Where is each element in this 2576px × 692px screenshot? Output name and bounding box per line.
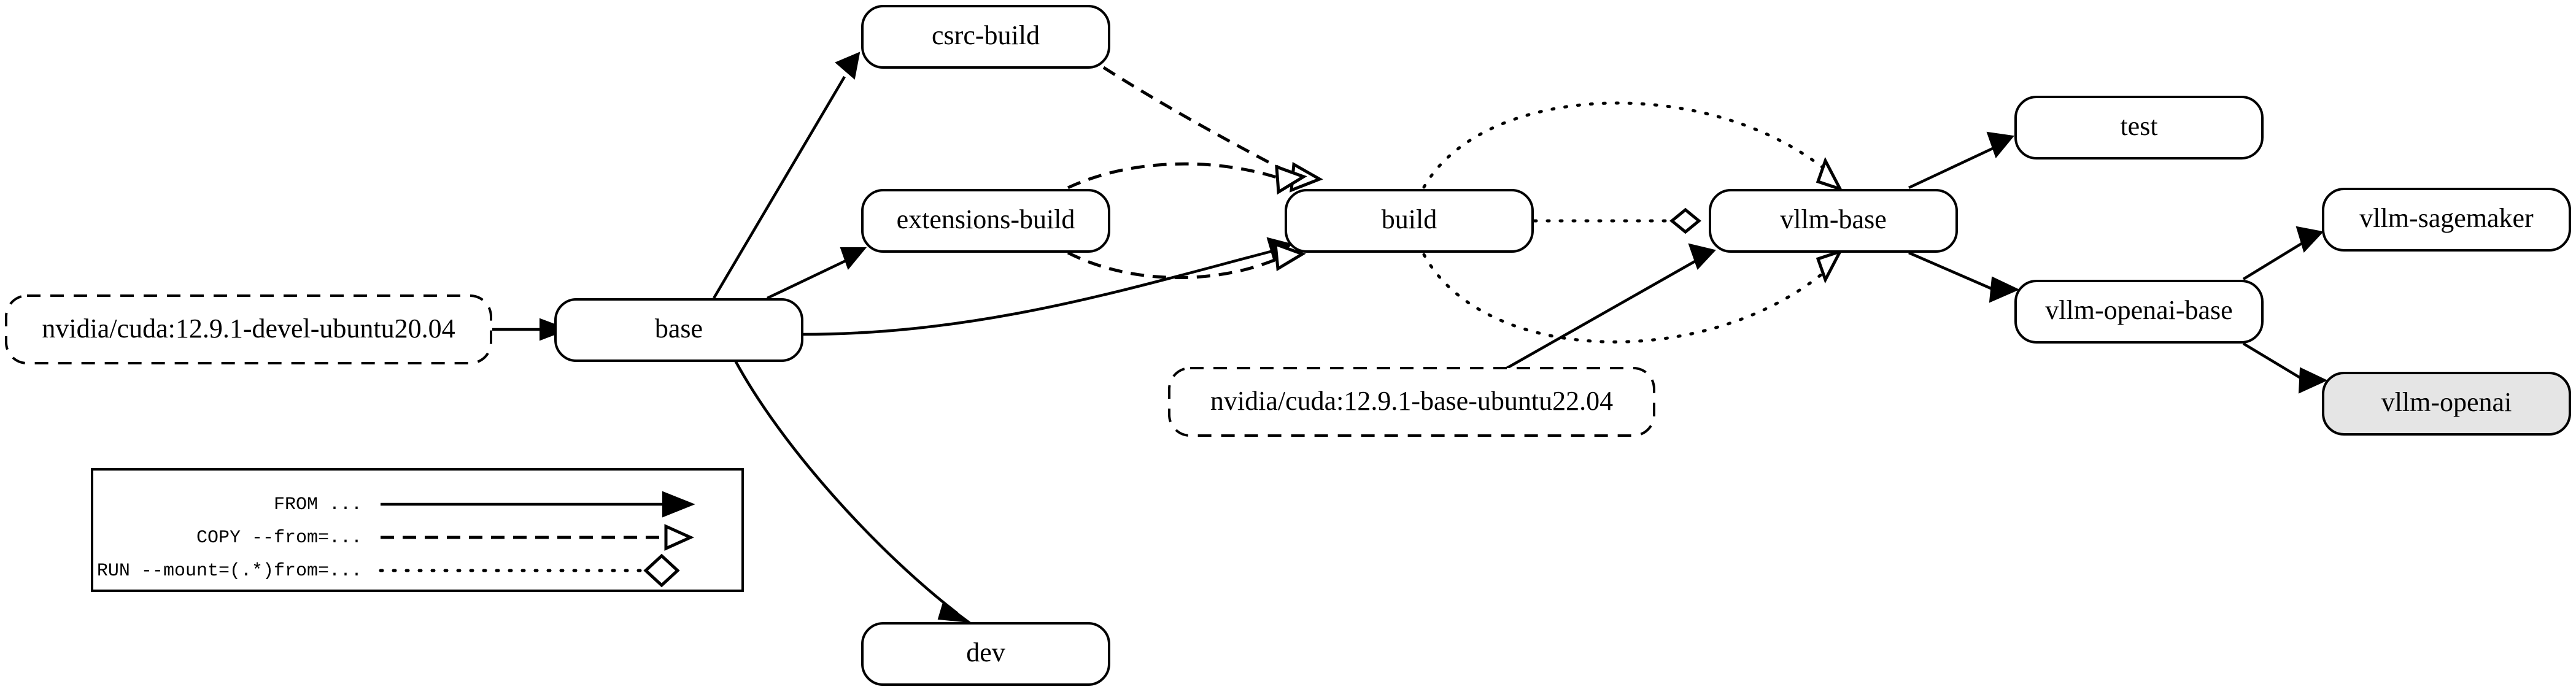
legend: FROM ... COPY --from=... RUN --mount=(.*… [91,468,744,592]
legend-entry-copy: COPY --from=... [196,524,695,551]
node-vllm-base[interactable]: vllm-base [1709,189,1958,253]
node-build-label: build [1382,204,1437,234]
edge-extensions-build-to-build-bottom [1067,242,1306,279]
edge-build-to-vllm-base-top [1422,101,1844,192]
legend-label-from: FROM ... [274,494,362,515]
edge-build-to-vllm-base-bottom [1422,248,1844,344]
legend-arrowhead-open-diamond-icon [643,553,680,588]
legend-entry-from: FROM ... [274,491,695,518]
node-cuda-base[interactable]: nvidia/cuda:12.9.1-base-ubuntu22.04 [1168,367,1655,437]
node-dev-label: dev [966,637,1005,667]
node-test[interactable]: test [2014,96,2264,160]
node-vllm-openai[interactable]: vllm-openai [2322,372,2571,436]
node-cuda-devel-box[interactable] [5,294,492,364]
node-csrc-build[interactable]: csrc-build [861,5,1110,69]
edge-vllm-base-to-test [1908,131,2014,190]
node-csrc-build-box[interactable] [861,5,1110,69]
edge-vllm-base-to-vllm-openai-base [1908,251,2020,303]
node-base-box[interactable] [554,298,803,362]
node-layer: nvidia/cuda:12.9.1-devel-ubuntu20.04 bas… [5,5,2571,686]
node-vllm-base-label: vllm-base [1780,204,1887,234]
node-base-label: base [655,313,703,344]
legend-label-copy: COPY --from=... [196,528,362,548]
node-vllm-base-box[interactable] [1709,189,1958,253]
node-cuda-base-box[interactable] [1168,367,1655,437]
node-cuda-devel[interactable]: nvidia/cuda:12.9.1-devel-ubuntu20.04 [5,294,492,364]
node-vllm-sagemaker-label: vllm-sagemaker [2359,203,2534,233]
edge-build-to-vllm-base-middle [1533,207,1701,234]
node-vllm-sagemaker-box[interactable] [2322,188,2571,252]
edge-cuda-devel-to-base [492,318,570,341]
node-extensions-build-box[interactable] [861,189,1110,253]
node-vllm-openai-base-label: vllm-openai-base [2045,295,2232,325]
node-build-box[interactable] [1285,189,1534,253]
node-dev-box[interactable] [861,622,1110,686]
node-vllm-openai-base-box[interactable] [2014,280,2264,344]
edge-base-to-extensions-build [767,247,867,300]
node-vllm-openai-base[interactable]: vllm-openai-base [2014,280,2264,344]
legend-entry-run: RUN --mount=(.*)from=... [97,553,680,588]
node-vllm-openai-label: vllm-openai [2381,387,2512,417]
edge-vllm-openai-base-to-vllm-sagemaker [2242,226,2324,280]
node-test-label: test [2120,111,2157,141]
node-vllm-sagemaker[interactable]: vllm-sagemaker [2322,188,2571,252]
edge-base-to-csrc-build [713,52,861,299]
edge-cuda-base-to-vllm-base [1506,243,1716,369]
node-extensions-build-label: extensions-build [897,204,1075,234]
node-vllm-openai-box[interactable] [2322,372,2571,436]
node-base[interactable]: base [554,298,803,362]
edge-base-to-dev [734,359,972,623]
edge-vllm-openai-base-to-vllm-openai [2242,342,2328,394]
legend-arrowhead-open-triangle-icon [664,524,695,551]
legend-label-run: RUN --mount=(.*)from=... [97,561,362,582]
node-test-box[interactable] [2014,96,2264,160]
node-dev[interactable]: dev [861,622,1110,686]
node-csrc-build-label: csrc-build [932,20,1040,50]
node-extensions-build[interactable]: extensions-build [861,189,1110,253]
node-cuda-devel-label: nvidia/cuda:12.9.1-devel-ubuntu20.04 [42,313,455,344]
edge-extensions-build-to-build-top [1067,162,1307,195]
node-cuda-base-label: nvidia/cuda:12.9.1-base-ubuntu22.04 [1210,386,1613,416]
legend-arrowhead-solid-triangle-icon [662,491,695,518]
edge-layer [492,52,2328,623]
legend-box [91,468,744,592]
node-build[interactable]: build [1285,189,1534,253]
